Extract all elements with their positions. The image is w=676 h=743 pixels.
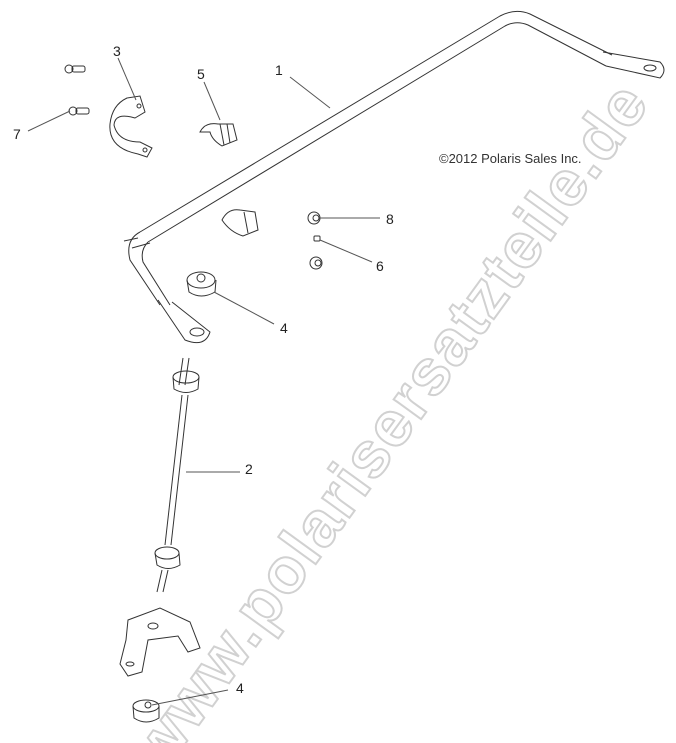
callout-7: 7 xyxy=(13,126,21,142)
bracket-clamp-icon xyxy=(109,95,153,158)
copyright-text: ©2012 Polaris Sales Inc. xyxy=(439,151,582,166)
bar-bushing-icon xyxy=(199,123,238,147)
stabilizer-bar-icon xyxy=(123,10,665,344)
callout-4-upper: 4 xyxy=(280,320,288,336)
screw-icon xyxy=(313,235,321,242)
callout-1: 1 xyxy=(275,62,283,78)
callout-8: 8 xyxy=(386,211,394,227)
leader-lines xyxy=(27,57,380,706)
callout-3: 3 xyxy=(113,43,121,59)
callout-5: 5 xyxy=(197,66,205,82)
mount-bracket-icon xyxy=(119,607,201,677)
bar-bushing-icon xyxy=(221,209,259,237)
callout-6: 6 xyxy=(376,258,384,274)
bushing-icon xyxy=(132,699,160,723)
callout-2: 2 xyxy=(245,461,253,477)
link-rod-icon xyxy=(154,357,200,593)
callout-4-lower: 4 xyxy=(236,680,244,696)
bolt-icon xyxy=(64,64,90,116)
bushing-icon xyxy=(186,271,217,297)
